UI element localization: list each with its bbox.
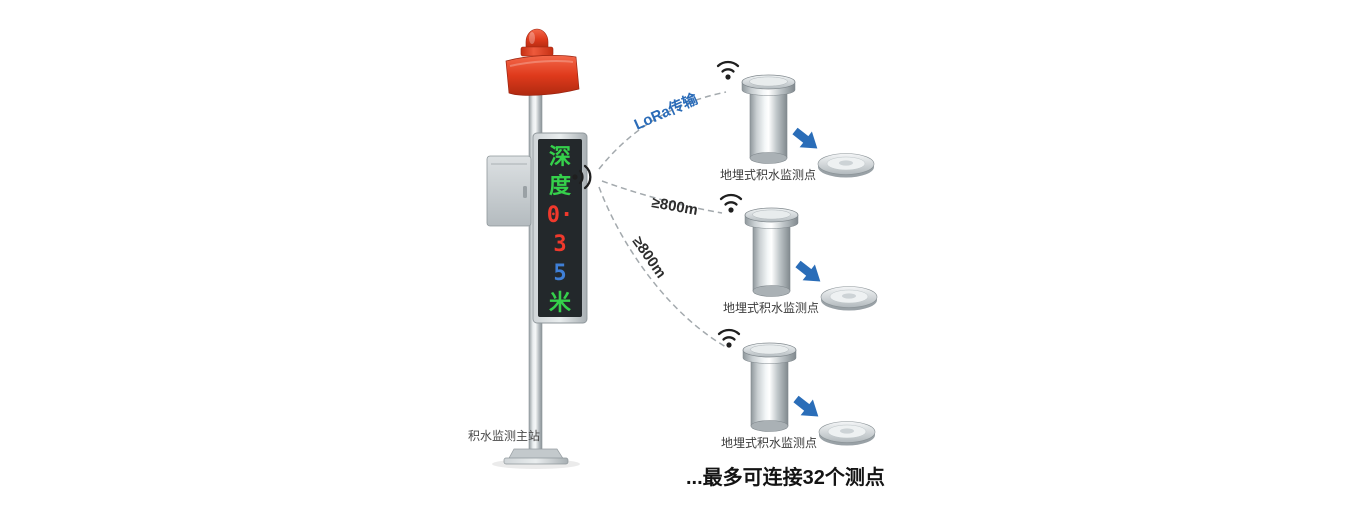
arrow-icon bbox=[795, 260, 821, 282]
sensor-unit-2: 地埋式积水监测点 bbox=[719, 193, 878, 315]
sensor-label: 地埋式积水监测点 bbox=[720, 168, 816, 182]
led-char: 3 bbox=[553, 232, 566, 257]
link-curve-middle bbox=[601, 180, 723, 214]
link-label-range-1: ≥800m bbox=[650, 194, 699, 219]
alarm-horn bbox=[505, 55, 580, 96]
buried-sensor-cylinder bbox=[742, 342, 797, 432]
link-label-range-2: ≥800m bbox=[629, 234, 670, 282]
led-char: 0· bbox=[547, 203, 574, 228]
buried-sensor-cylinder bbox=[744, 207, 799, 297]
alarm-beacon bbox=[505, 28, 580, 96]
led-char: 5 bbox=[553, 261, 566, 286]
arrow-icon bbox=[793, 395, 819, 417]
surface-sensor-disc bbox=[818, 421, 876, 446]
main-station: 深 度 0· 3 5 米 积水监测主站 bbox=[468, 28, 592, 469]
footer-note: ...最多可连接32个测点 bbox=[686, 465, 885, 489]
arrow-icon bbox=[792, 127, 818, 149]
wifi-icon bbox=[719, 193, 743, 213]
sensor-label: 地埋式积水监测点 bbox=[723, 301, 819, 315]
control-box bbox=[486, 155, 532, 227]
link-label-lora: LoRa传输 bbox=[631, 89, 701, 133]
wifi-icon bbox=[717, 328, 741, 348]
station-label: 积水监测主站 bbox=[468, 429, 540, 443]
sensor-unit-1: 地埋式积水监测点 bbox=[716, 60, 875, 182]
led-char: 米 bbox=[549, 291, 572, 316]
led-char: 度 bbox=[549, 173, 572, 199]
sensor-label: 地埋式积水监测点 bbox=[721, 436, 817, 450]
buried-sensor-cylinder bbox=[741, 74, 796, 164]
led-char: 深 bbox=[549, 145, 571, 170]
surface-sensor-disc bbox=[817, 153, 875, 178]
sensor-unit-3: 地埋式积水监测点 bbox=[717, 328, 876, 450]
link-curves: LoRa传输 ≥800m ≥800m bbox=[598, 89, 727, 348]
led-display: 深 度 0· 3 5 米 bbox=[532, 132, 588, 324]
wifi-icon bbox=[716, 60, 740, 80]
pole-base-plate bbox=[503, 457, 569, 465]
radio-signal-icon bbox=[572, 164, 592, 190]
link-curve-bottom bbox=[598, 186, 727, 348]
link-curve-top bbox=[598, 91, 727, 170]
surface-sensor-disc bbox=[820, 286, 878, 311]
led-screen bbox=[538, 139, 582, 317]
